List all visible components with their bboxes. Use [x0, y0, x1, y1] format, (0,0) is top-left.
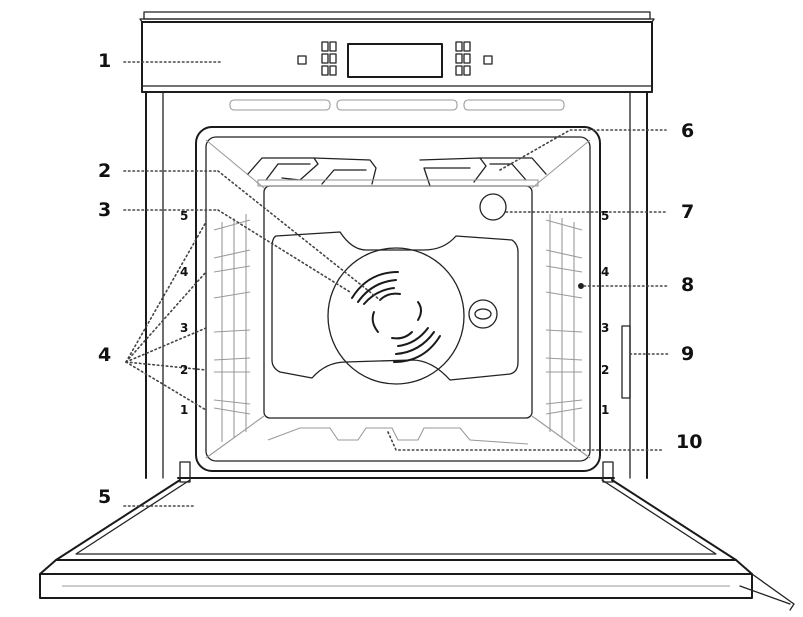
fan-guard — [327, 247, 465, 385]
shelf-level-labels: 5 4 3 2 1 5 4 3 2 1 — [180, 209, 609, 417]
door-seal — [621, 325, 631, 399]
callout-6: 6 — [681, 120, 694, 142]
callout-4: 4 — [98, 344, 111, 366]
bottom-heating-element — [267, 427, 529, 445]
button-icon — [463, 41, 471, 52]
button-icon — [329, 41, 337, 52]
button-icon — [329, 53, 337, 64]
oven-body — [145, 91, 648, 479]
button-icon — [321, 53, 329, 64]
callout-1: 1 — [98, 50, 111, 72]
shelf-level-right-3: 3 — [601, 321, 609, 335]
button-icon — [463, 53, 471, 64]
vent-slot — [336, 99, 458, 111]
leader-lines — [123, 61, 669, 507]
shelf-level-left-2: 2 — [180, 363, 188, 377]
callout-2: 2 — [98, 160, 111, 182]
shelf-runners-left — [213, 214, 251, 442]
oven-lamp — [479, 193, 507, 221]
button-icon — [455, 41, 463, 52]
vent-slot — [463, 99, 565, 111]
shelf-level-right-4: 4 — [601, 265, 609, 279]
probe-socket — [578, 283, 584, 289]
shelf-runners-right — [545, 214, 583, 442]
button-icon — [455, 65, 463, 76]
vent-slot — [229, 99, 331, 111]
callout-labels: 1 2 3 4 5 6 7 8 9 10 — [98, 50, 702, 508]
rear-fitting — [468, 299, 498, 329]
callout-3: 3 — [98, 199, 111, 221]
shelf-level-right-1: 1 — [601, 403, 609, 417]
shelf-level-left-4: 4 — [180, 265, 188, 279]
shelf-level-right-5: 5 — [601, 209, 609, 223]
button-icon — [329, 65, 337, 76]
shelf-level-right-2: 2 — [601, 363, 609, 377]
shelf-level-left-5: 5 — [180, 209, 188, 223]
door-hinge — [602, 461, 614, 483]
callout-9: 9 — [681, 343, 694, 365]
top-heating-element — [247, 157, 547, 187]
callout-5: 5 — [98, 486, 111, 508]
callout-8: 8 — [681, 274, 694, 296]
shelf-level-left-1: 1 — [180, 403, 188, 417]
callout-7: 7 — [681, 201, 694, 223]
display-screen — [347, 43, 443, 78]
button-icon — [455, 53, 463, 64]
rear-fan-cover — [271, 231, 519, 381]
oven-cavity — [195, 126, 601, 472]
oven-door — [39, 461, 795, 611]
button-icon — [483, 55, 493, 65]
shelf-level-left-3: 3 — [180, 321, 188, 335]
fan-icon — [351, 271, 441, 363]
door-hinge — [179, 461, 191, 483]
button-icon — [297, 55, 307, 65]
control-panel — [139, 11, 655, 93]
button-icon — [321, 65, 329, 76]
button-icon — [321, 41, 329, 52]
callout-10: 10 — [676, 431, 702, 453]
button-icon — [463, 65, 471, 76]
